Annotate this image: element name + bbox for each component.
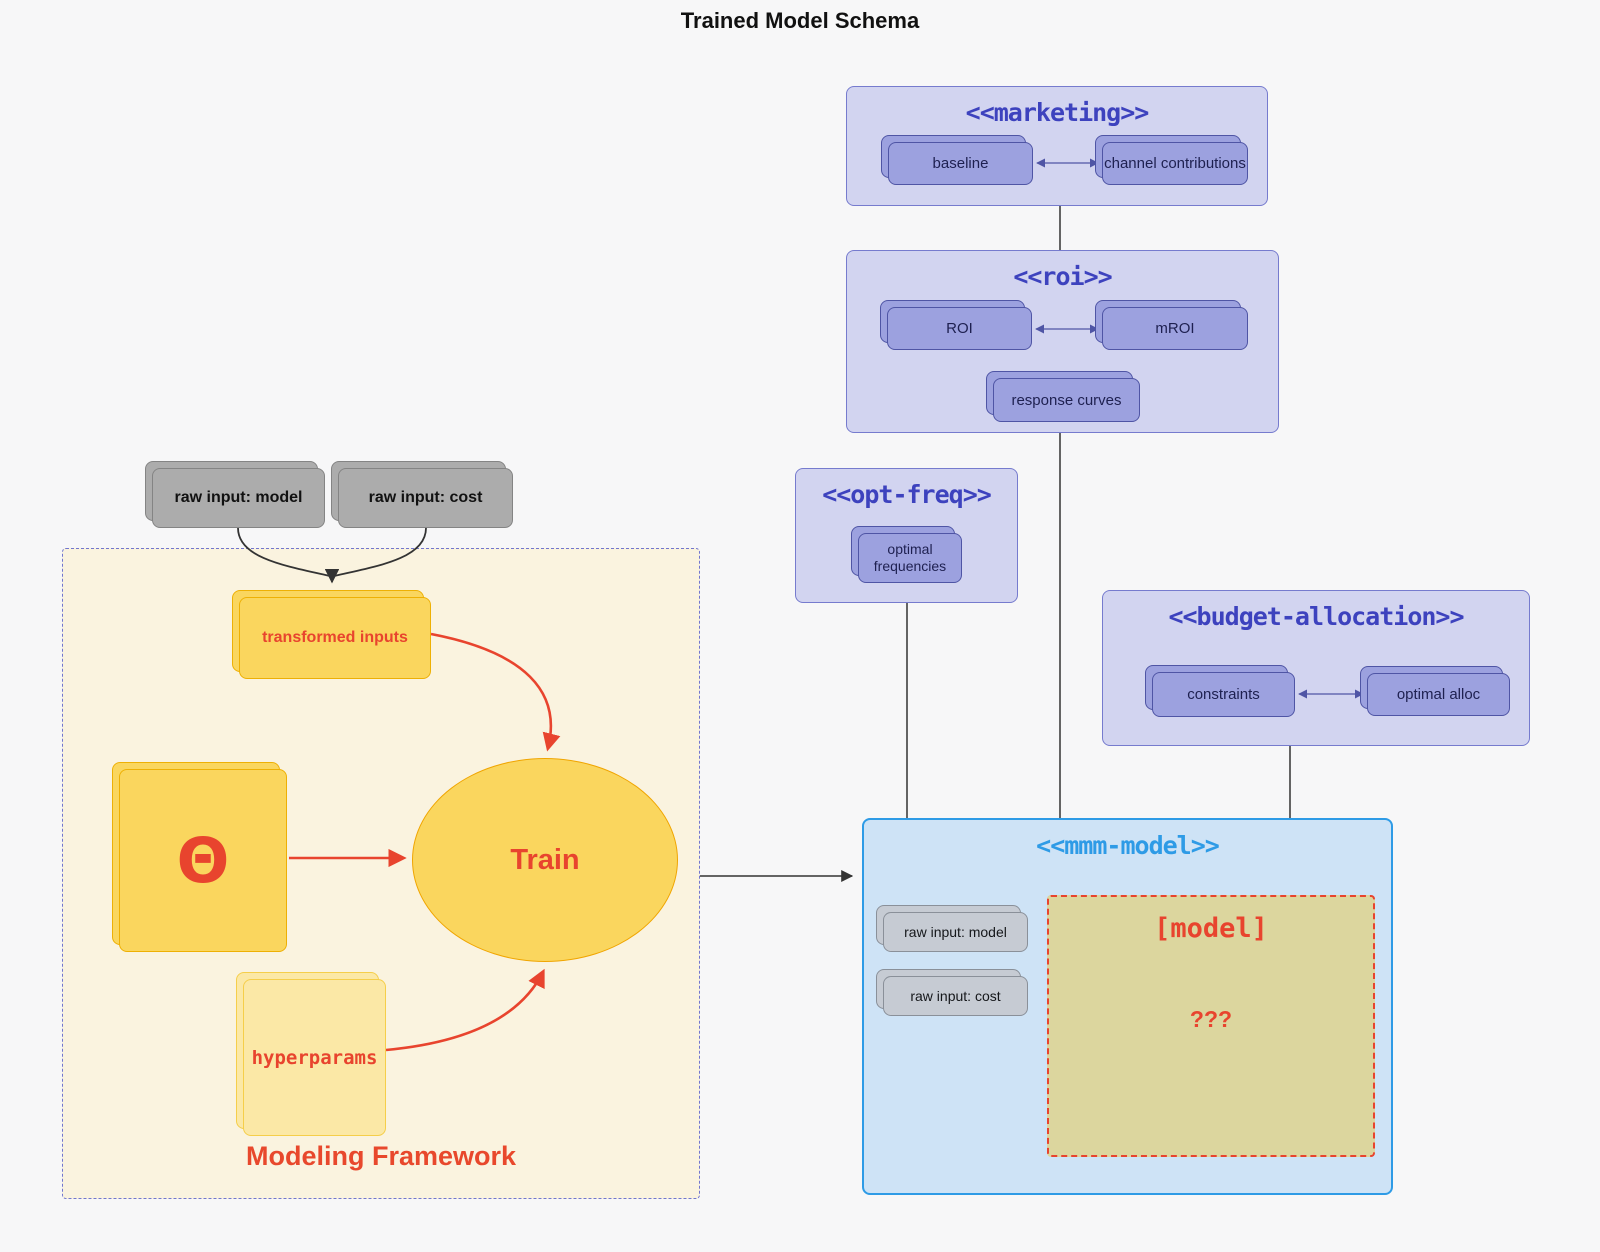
- node-roi: ROI: [880, 300, 1032, 350]
- group-opt-freq-title: <<opt-freq>>: [822, 480, 992, 509]
- node-model-placeholder: [model] ???: [1047, 895, 1375, 1157]
- node-raw-input-model: raw input: model: [145, 461, 325, 528]
- node-train-label: Train: [510, 843, 580, 876]
- node-response-curves-label: response curves: [1011, 391, 1122, 409]
- group-budget-allocation-title: <<budget-allocation>>: [1168, 602, 1464, 631]
- node-hyperparams-label: hyperparams: [251, 1046, 378, 1069]
- model-placeholder-body: ???: [1189, 1006, 1233, 1032]
- node-raw-input-cost-label: raw input: cost: [368, 489, 483, 506]
- node-train: Train: [412, 758, 678, 962]
- node-roi-label: ROI: [946, 320, 973, 337]
- node-mmm-raw-input-cost-label: raw input: cost: [910, 988, 1001, 1004]
- node-transformed-inputs: transformed inputs: [232, 590, 431, 679]
- node-mmm-raw-input-model: raw input: model: [876, 905, 1028, 952]
- node-mroi: mROI: [1095, 300, 1248, 350]
- group-roi-title: <<roi>>: [1013, 262, 1112, 291]
- theta-symbol: Θ: [176, 824, 230, 897]
- node-hyperparams: hyperparams: [236, 972, 386, 1136]
- node-constraints: constraints: [1145, 665, 1295, 717]
- node-transformed-inputs-label: transformed inputs: [262, 629, 408, 646]
- node-mmm-raw-input-model-label: raw input: model: [904, 924, 1007, 940]
- node-optimal-alloc: optimal alloc: [1360, 666, 1510, 716]
- node-theta: Θ: [112, 762, 287, 952]
- node-optimal-frequencies: optimal frequencies: [851, 526, 962, 583]
- group-marketing-title: <<marketing>>: [965, 98, 1150, 127]
- node-constraints-label: constraints: [1187, 686, 1260, 703]
- node-optimal-alloc-label: optimal alloc: [1396, 686, 1481, 703]
- node-mmm-raw-input-cost: raw input: cost: [876, 969, 1028, 1016]
- node-mroi-label: mROI: [1155, 320, 1195, 337]
- diagram-title: Trained Model Schema: [680, 8, 920, 33]
- node-raw-input-model-label: raw input: model: [174, 489, 303, 506]
- node-optimal-frequencies-label: optimal frequencies: [873, 540, 947, 575]
- node-response-curves: response curves: [986, 371, 1140, 422]
- node-raw-input-cost: raw input: cost: [331, 461, 513, 528]
- node-channel-contributions: channel contributions: [1095, 135, 1248, 185]
- node-channel-contributions-label: channel contributions: [1104, 155, 1246, 172]
- node-baseline-label: baseline: [932, 155, 989, 172]
- model-placeholder-title: [model]: [1154, 913, 1268, 944]
- node-baseline: baseline: [881, 135, 1033, 185]
- modeling-framework-label: Modeling Framework: [245, 1141, 517, 1171]
- group-mmm-model-title: <<mmm-model>>: [1036, 831, 1220, 860]
